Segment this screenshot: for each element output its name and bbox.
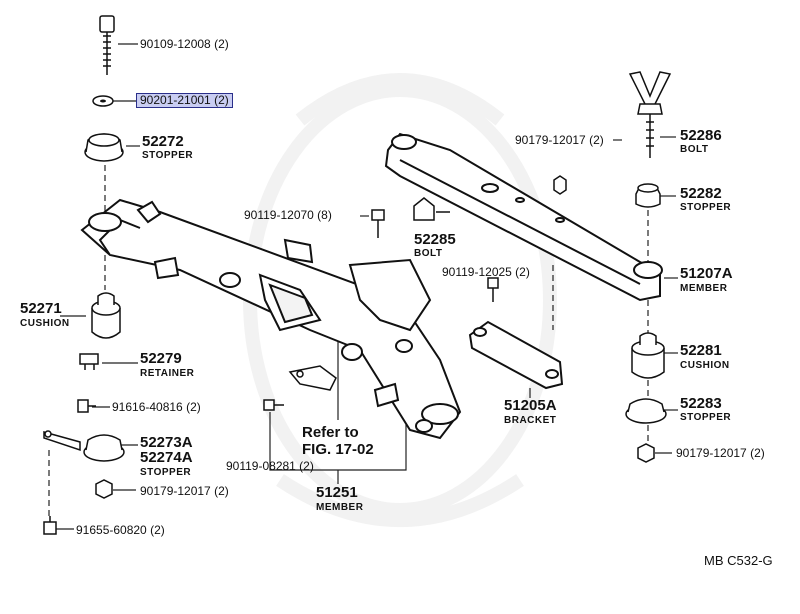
nut-90179-bottom-drawing — [637, 443, 655, 463]
retainer-52279-drawing — [79, 353, 99, 370]
bracket-51205a-drawing — [468, 320, 564, 390]
refer-text-line1: Refer to — [302, 424, 359, 441]
part-number-52282: 52282 — [680, 185, 722, 202]
label-90119-12070: 90119-12070 (8) — [244, 208, 332, 222]
stopper-52273a-drawing — [43, 430, 125, 462]
bolt-91655-drawing — [43, 516, 57, 535]
bolt-90119-08281-drawing — [263, 399, 284, 411]
part-number-52281: 52281 — [680, 342, 722, 359]
part-name-stopper-52273a: STOPPER — [140, 467, 192, 478]
part-name-member-51207a: MEMBER — [680, 283, 728, 294]
part-number-52286: 52286 — [680, 127, 722, 144]
stopper-52272-drawing — [84, 133, 124, 162]
label-90179-top: 90179-12017 (2) — [515, 133, 604, 147]
part-name-cushion-52281: CUSHION — [680, 360, 730, 371]
part-name-bolt-52286: BOLT — [680, 144, 709, 155]
label-90109: 90109-12008 (2) — [140, 37, 229, 51]
cushion-52281-drawing — [631, 332, 665, 379]
part-number-52273a: 52273A — [140, 434, 193, 451]
bolt-90119-12070-drawing — [371, 209, 385, 238]
dashed-guides — [48, 165, 649, 520]
part-number-52285: 52285 — [414, 231, 456, 248]
part-number-52283: 52283 — [680, 395, 722, 412]
part-number-51205a: 51205A — [504, 397, 557, 414]
member-51251-drawing — [80, 198, 462, 440]
part-name-stopper-52283: STOPPER — [680, 412, 732, 423]
nut-90179-left-drawing — [95, 479, 113, 499]
label-90179-right: 90179-12017 (2) — [676, 446, 765, 460]
part-number-51207a: 51207A — [680, 265, 733, 282]
bolt-52285-drawing — [413, 197, 450, 221]
part-name-stopper-52282: STOPPER — [680, 202, 732, 213]
part-name-retainer-52279: RETAINER — [140, 368, 195, 379]
stopper-52282-drawing — [635, 183, 661, 208]
part-name-member-51251: MEMBER — [316, 502, 364, 513]
stopper-52283-drawing — [625, 398, 667, 424]
part-number-52271: 52271 — [20, 300, 62, 317]
label-91616: 91616-40816 (2) — [112, 400, 201, 414]
part-number-52272: 52272 — [142, 133, 184, 150]
part-name-stopper-52272: STOPPER — [142, 150, 194, 161]
label-91655: 91655-60820 (2) — [76, 523, 165, 537]
bolt-52286-drawing — [628, 71, 672, 158]
part-name-bolt-52285: BOLT — [414, 248, 443, 259]
part-number-52279: 52279 — [140, 350, 182, 367]
small-bracket-drawing — [288, 365, 337, 391]
member-51207a-drawing — [384, 132, 663, 302]
label-90119-08281: 90119-08281 (2) — [226, 459, 314, 473]
diagram-code: MB C532-G — [704, 553, 773, 568]
label-90201-highlighted[interactable]: 90201-21001 (2) — [136, 93, 233, 108]
nut-90179-top-drawing — [553, 175, 567, 195]
part-number-51251: 51251 — [316, 484, 358, 501]
part-name-bracket-51205a: BRACKET — [504, 415, 557, 426]
part-number-52274a: 52274A — [140, 449, 193, 466]
part-name-cushion-52271: CUSHION — [20, 318, 70, 329]
cushion-52271-drawing — [91, 292, 121, 339]
refer-text-line2[interactable]: FIG. 17-02 — [302, 441, 374, 458]
bolt-91616-drawing — [77, 399, 96, 413]
label-90179-left: 90179-12017 (2) — [140, 484, 229, 498]
bolt-90119-12025-drawing — [487, 277, 499, 302]
bolt-90109-drawing — [99, 15, 115, 75]
label-90119-12025: 90119-12025 (2) — [442, 265, 530, 279]
